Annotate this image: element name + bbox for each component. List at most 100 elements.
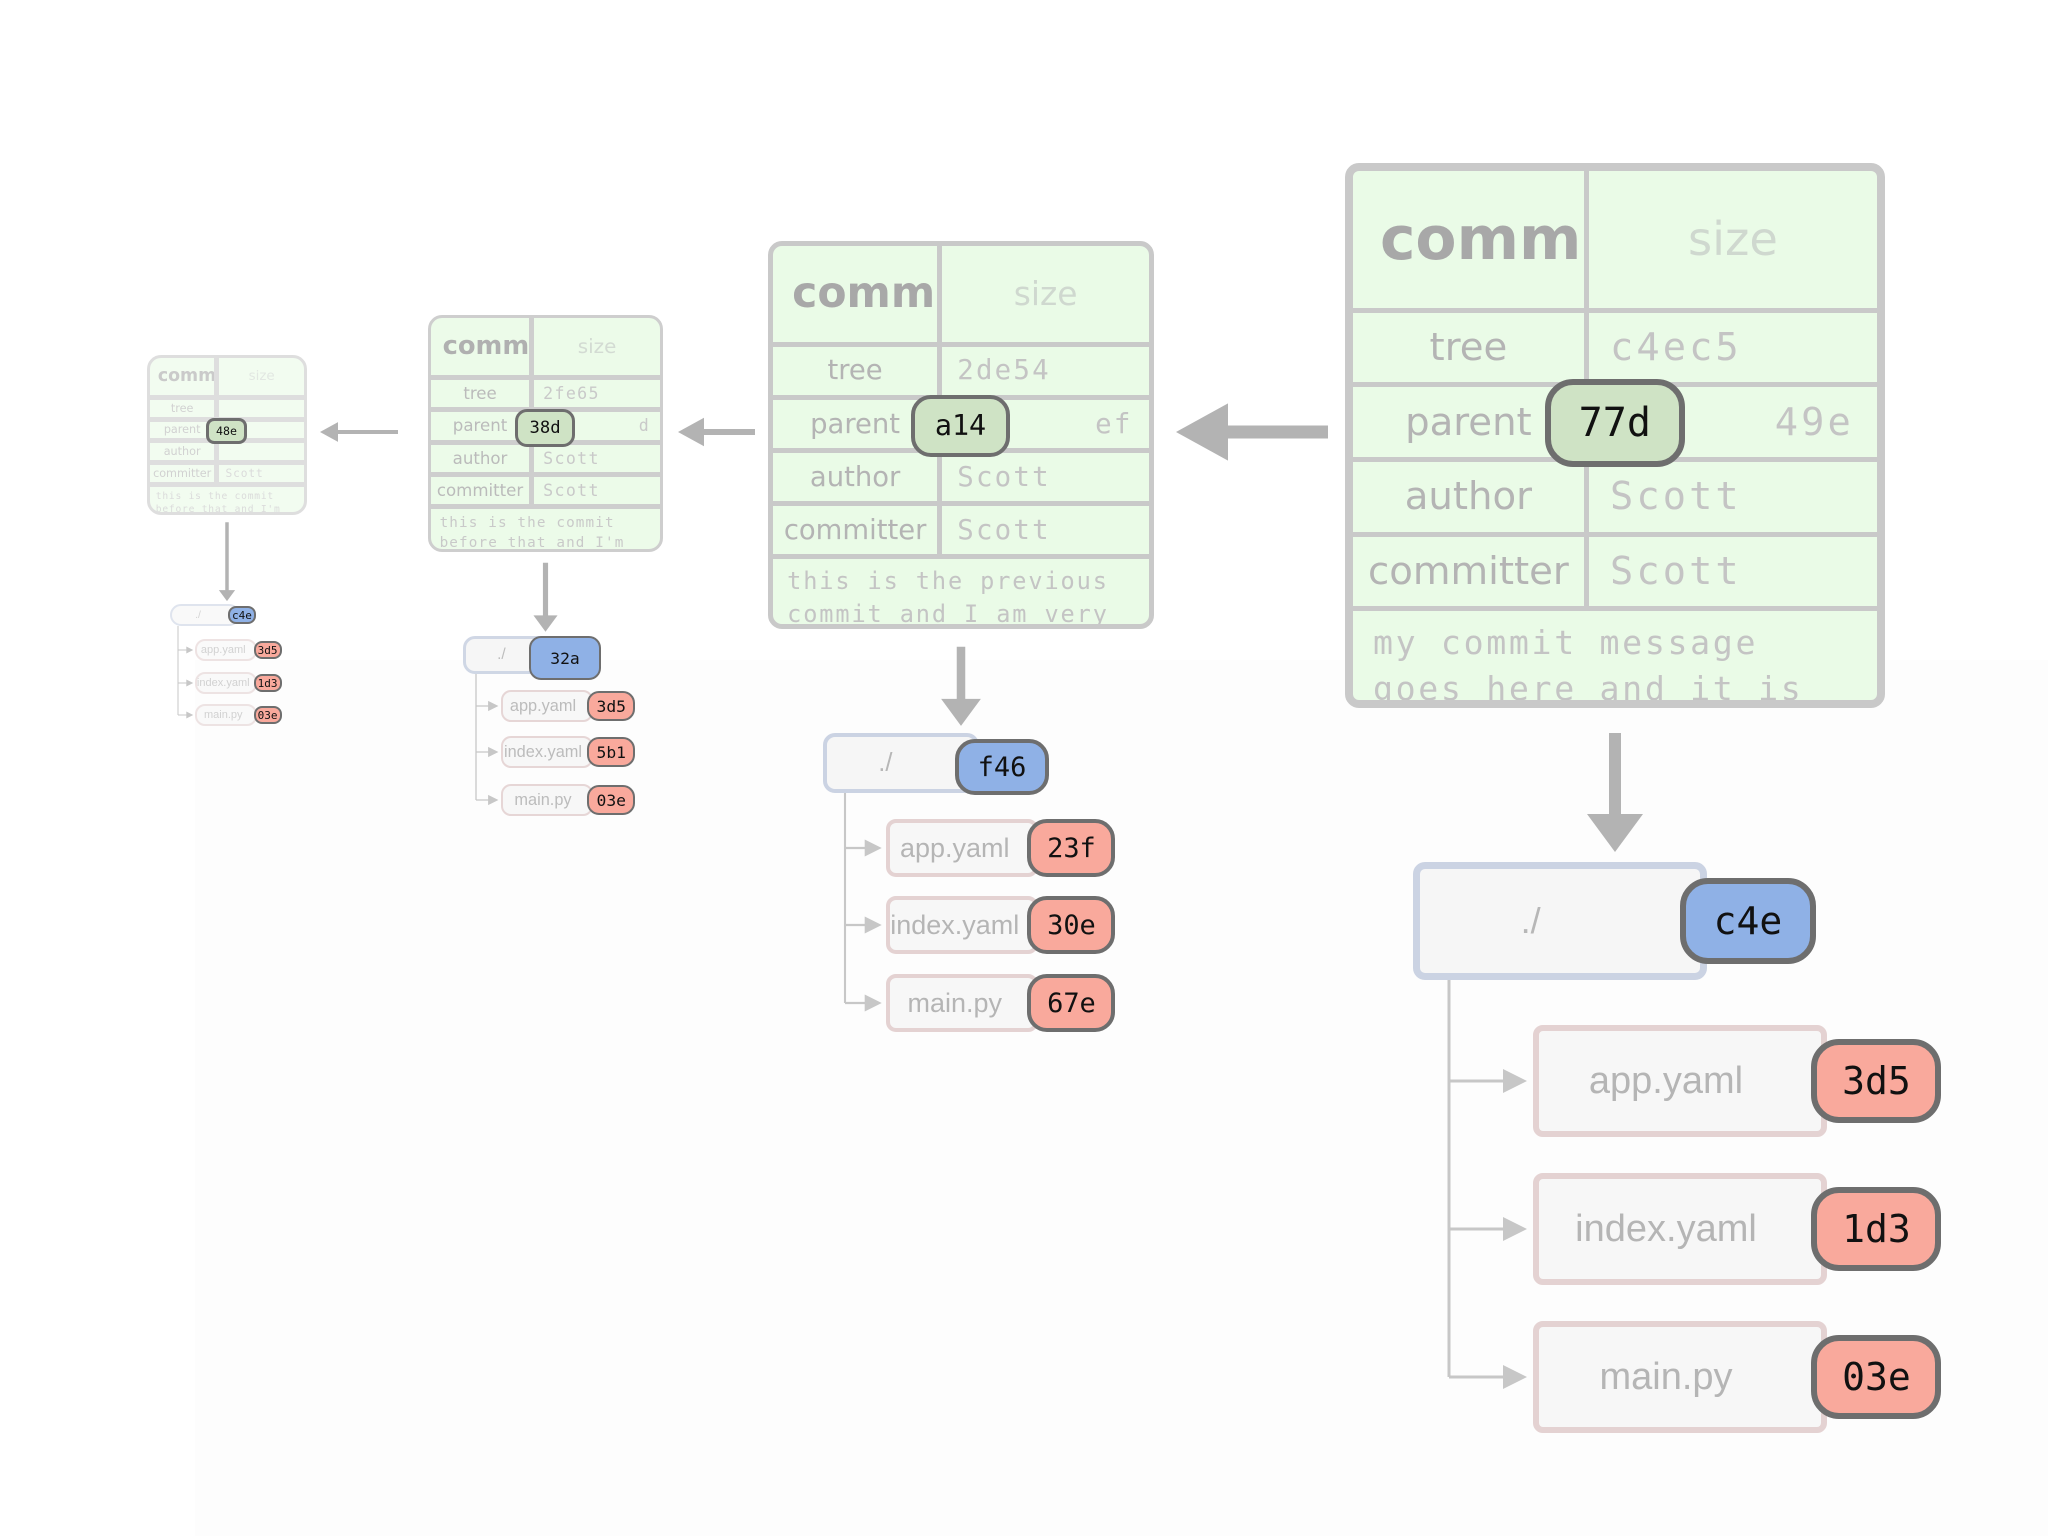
file-hash-badge[interactable]: 1d3: [253, 674, 282, 692]
file-hash-badge[interactable]: 3d5: [253, 641, 282, 659]
file-name: index.yaml: [1575, 1207, 1757, 1250]
file-branch-arrow-head: [864, 916, 882, 934]
file-hash-badge[interactable]: 3d5: [1811, 1039, 1942, 1123]
parent-arrow-head: [320, 422, 338, 442]
committer-value: Scott: [534, 477, 660, 510]
file-hash-badge[interactable]: 1d3: [1811, 1187, 1942, 1271]
file-branch-arrow-head: [1503, 1069, 1527, 1093]
author-value: Scott: [942, 453, 1149, 507]
tree-root-label: ./: [878, 748, 893, 777]
commit-hash-badge[interactable]: 48e: [206, 418, 247, 444]
commit-message: this is the commit before that and I'm n…: [155, 490, 281, 515]
author-value: Scott: [534, 445, 660, 478]
commit-message: this is the previous commit and I am ver…: [787, 567, 1109, 629]
tree-root-box: ./: [1413, 862, 1707, 980]
file-name: main.py: [1599, 1355, 1733, 1398]
file-box-index-yaml: index.yaml: [195, 672, 257, 694]
file-box-main-py: main.py: [501, 784, 593, 816]
tree-root-label: ./: [1520, 900, 1541, 941]
tree-hash-badge[interactable]: c4e: [1680, 878, 1816, 964]
file-box-main-py: main.py: [886, 974, 1038, 1032]
parent-arrow-head: [678, 417, 704, 447]
tree-value: 2de54: [942, 347, 1149, 401]
file-box-index-yaml: index.yaml: [1533, 1173, 1827, 1285]
file-hash-badge[interactable]: 3d5: [587, 691, 636, 721]
author-value: [219, 443, 304, 466]
parent-value: [219, 422, 304, 444]
file-branch-arrow-head: [186, 679, 194, 687]
tree-label: tree: [1353, 312, 1589, 388]
file-hash-badge[interactable]: 5b1: [587, 737, 636, 767]
commit-hash-badge[interactable]: a14: [910, 394, 1011, 458]
commit-message: my commit message goes here and it is re…: [1372, 622, 1804, 708]
file-hash-badge[interactable]: 03e: [1811, 1335, 1942, 1419]
file-box-index-yaml: index.yaml: [886, 896, 1038, 954]
commit-header-label: commit: [1353, 171, 1589, 313]
file-hash-badge[interactable]: 30e: [1027, 896, 1116, 954]
committer-value: Scott: [219, 465, 304, 488]
size-header-label: size: [942, 246, 1149, 347]
parent-label: parent: [1353, 387, 1589, 462]
commit-header-label: commit: [431, 318, 535, 380]
file-box-app-yaml: app.yaml: [501, 690, 593, 722]
file-name: app.yaml: [900, 832, 1010, 863]
file-branch-arrow-head: [488, 700, 499, 712]
file-name: index.yaml: [196, 677, 250, 689]
file-box-main-py: main.py: [1533, 1321, 1827, 1433]
file-name: app.yaml: [509, 696, 577, 715]
committer-label: committer: [1353, 536, 1589, 612]
file-branch-arrow-head: [1503, 1365, 1527, 1389]
file-name: index.yaml: [890, 909, 1020, 940]
tree-value: [219, 400, 304, 422]
tree-label: tree: [150, 399, 220, 422]
author-label: author: [150, 443, 220, 466]
file-branch-arrow-head: [864, 839, 882, 857]
file-branch-arrow-head: [186, 646, 194, 654]
committer-value: Scott: [942, 506, 1149, 560]
file-box-main-py: main.py: [195, 704, 257, 726]
file-hash-badge[interactable]: 03e: [253, 706, 282, 724]
commit-to-tree-arrow-head: [941, 698, 981, 726]
tree-hash-badge[interactable]: f46: [955, 739, 1049, 795]
file-hash-badge[interactable]: 67e: [1027, 974, 1116, 1032]
size-header-label: size: [534, 318, 660, 380]
commit-hash-badge[interactable]: 38d: [514, 408, 576, 447]
file-branch-arrow-head: [864, 994, 882, 1012]
file-hash-badge[interactable]: 23f: [1027, 819, 1116, 877]
committer-value: Scott: [1588, 537, 1877, 612]
tree-hash-badge[interactable]: 32a: [529, 636, 601, 680]
file-branch-arrow-head: [186, 711, 194, 719]
file-box-app-yaml: app.yaml: [886, 819, 1038, 877]
author-label: author: [431, 444, 535, 478]
tree-root-label: ./: [195, 609, 201, 621]
file-name: app.yaml: [200, 644, 246, 656]
commit-hash-badge[interactable]: 77d: [1544, 378, 1685, 467]
committer-label: committer: [431, 477, 535, 510]
tree-value: c4ec5: [1588, 313, 1877, 388]
parent-value: ef: [942, 400, 1149, 454]
file-name: main.py: [907, 987, 1002, 1018]
tree-value: 2fe65: [534, 380, 660, 413]
file-name: app.yaml: [1588, 1059, 1744, 1102]
tree-label: tree: [773, 346, 943, 401]
author-label: author: [1353, 462, 1589, 537]
commit-header-label: commit: [150, 358, 220, 400]
file-name: main.py: [203, 709, 243, 721]
committer-label: committer: [773, 506, 943, 560]
commit-message: this is the commit before that and I'm n…: [439, 515, 625, 552]
committer-label: committer: [150, 465, 220, 488]
commit-box-48e: commitsizetreeparentauthorcommitterScott…: [147, 355, 307, 515]
commit-to-tree-arrow-head: [1587, 814, 1643, 852]
file-box-app-yaml: app.yaml: [1533, 1025, 1827, 1137]
file-hash-badge[interactable]: 03e: [587, 785, 636, 815]
tree-hash-badge[interactable]: c4e: [228, 606, 256, 624]
author-label: author: [773, 453, 943, 507]
tree-root-label: ./: [497, 646, 506, 663]
parent-arrow-head: [1176, 403, 1228, 461]
author-value: Scott: [1588, 462, 1877, 537]
file-name: main.py: [514, 790, 572, 809]
parent-value: 49e: [1588, 387, 1877, 462]
tree-label: tree: [431, 379, 535, 413]
